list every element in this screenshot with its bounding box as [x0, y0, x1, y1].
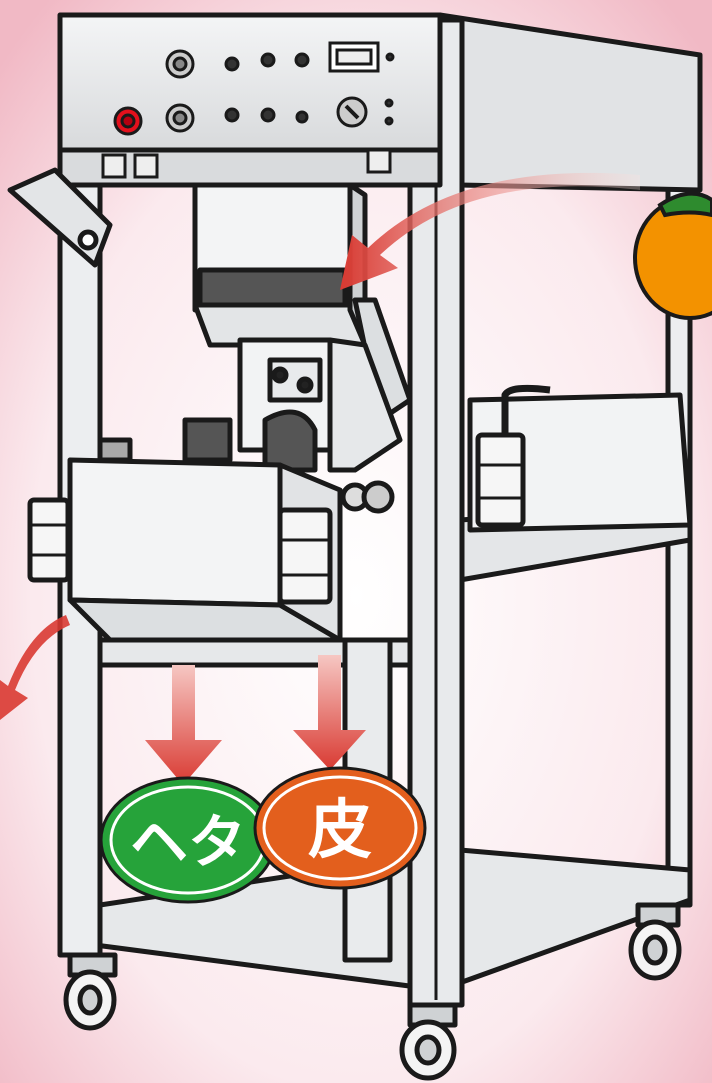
- dial-icon: [262, 109, 274, 121]
- front-right-caster: [402, 1005, 455, 1078]
- calyx-label: ヘタ: [130, 808, 246, 876]
- left-cup: [30, 500, 68, 580]
- connector-icon: [135, 155, 157, 177]
- center-cup: [280, 510, 330, 602]
- dial-icon: [226, 58, 238, 70]
- peel-badge: 皮: [255, 768, 425, 888]
- calyx-badge: ヘタ: [101, 778, 275, 902]
- connector-icon: [368, 150, 390, 172]
- peel-label: 皮: [308, 794, 372, 868]
- front-left-caster: [66, 955, 115, 1028]
- rear-right-caster: [631, 905, 679, 978]
- dial-icon: [262, 54, 274, 66]
- dial-icon: [297, 112, 307, 122]
- waste-box: [70, 460, 280, 605]
- dial-icon: [296, 54, 308, 66]
- connector-icon: [103, 155, 125, 177]
- dial-icon: [226, 109, 238, 121]
